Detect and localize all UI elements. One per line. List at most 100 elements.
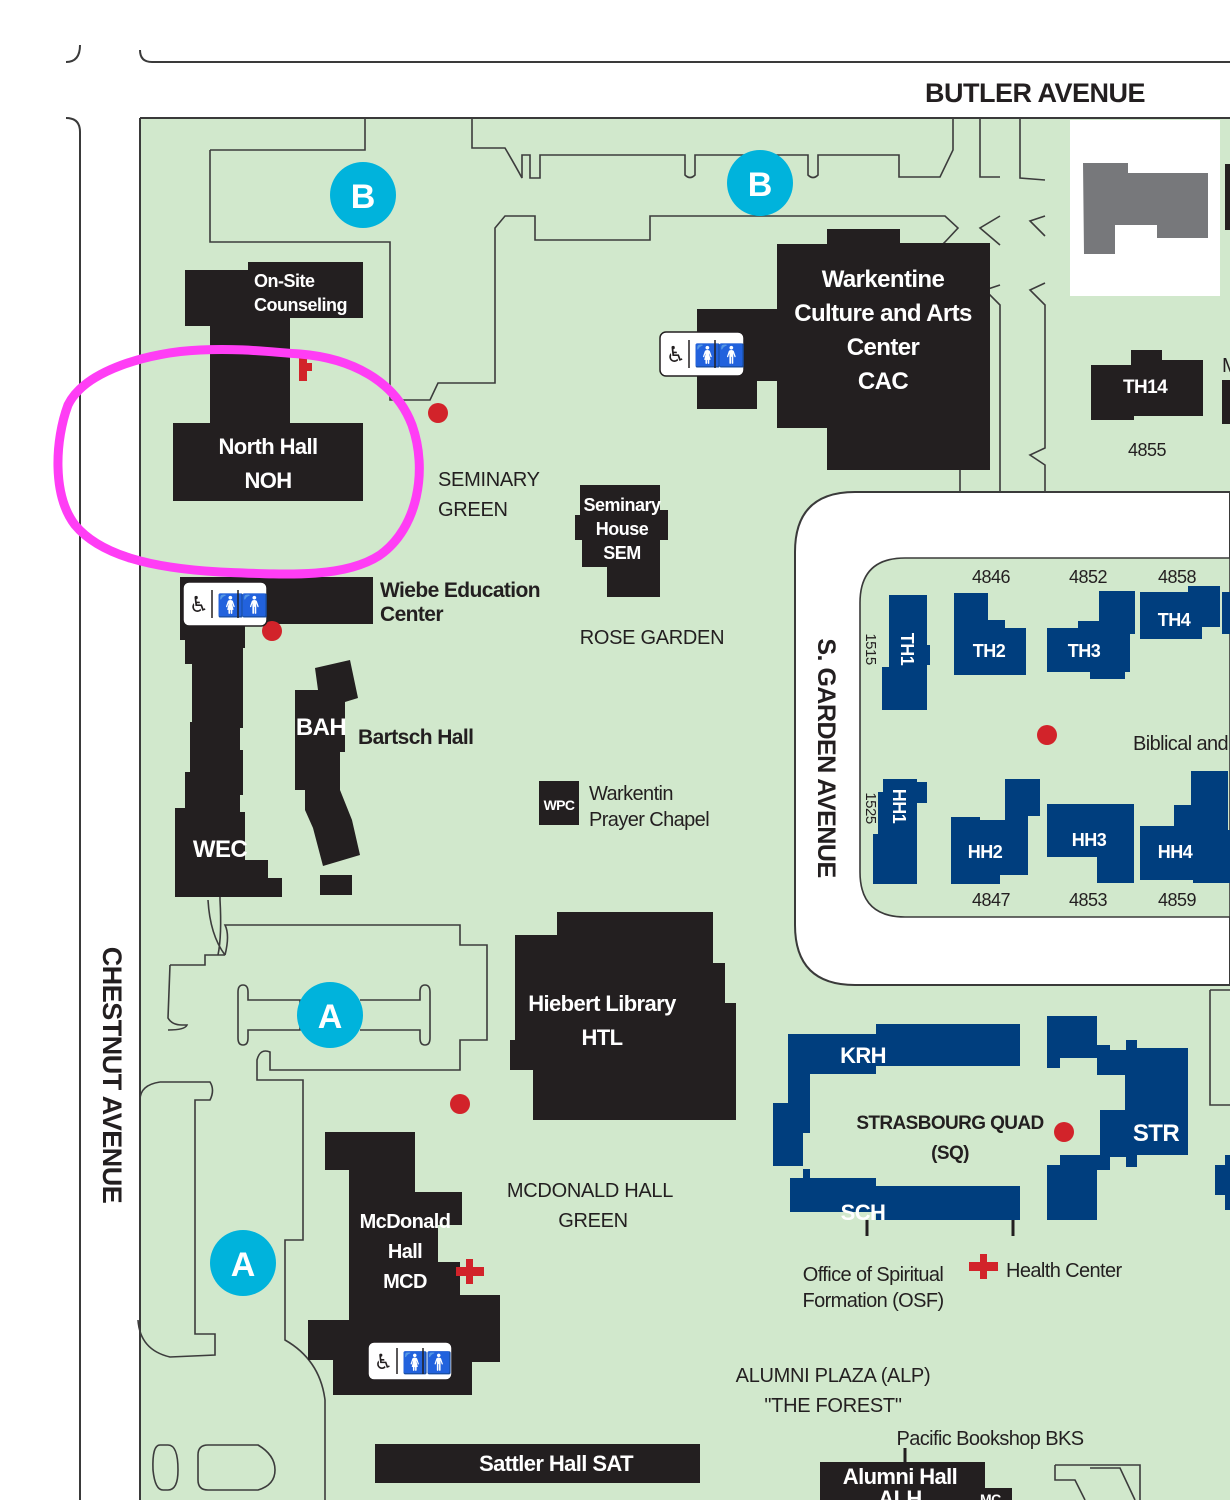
svg-text:🚺: 🚺 [694,343,721,368]
label-hh1-number: 1525 [862,792,879,824]
building-hh2 [951,779,1040,884]
label-bookshop: Pacific Bookshop BKS [897,1428,1084,1450]
restroom-mcdonald: ♿ 🚺 🚹 [367,1341,453,1381]
svg-text:🚹: 🚹 [718,343,745,368]
svg-text:B: B [748,166,773,204]
label-th14: TH14 [1123,377,1168,398]
svg-text:A: A [318,998,343,1036]
building-th1 [882,595,930,710]
label-hh3: HH3 [1072,830,1107,850]
first-aid-markers [299,353,998,1284]
label-sch: SCH [841,1200,886,1225]
first-aid-cross-icon [969,1254,998,1279]
label-counseling-2: Counseling [254,295,347,315]
label-mcdonald-1: McDonald [360,1211,451,1233]
svg-text:🚺: 🚺 [217,593,244,618]
label-th2: TH2 [973,641,1006,661]
parking-lot-icon [330,162,396,228]
restroom-cac: ♿ 🚺 🚹 [659,331,745,377]
label-bartsch-hall: Bartsch Hall [358,726,473,749]
label-hh2-number: 4847 [972,890,1011,910]
label-hh2: HH2 [968,842,1003,862]
building-hh3 [1047,804,1134,883]
label-seminary-2: House [596,519,649,539]
emergency-dot-icon [428,403,448,423]
restroom-accessible-icon [182,581,268,627]
label-th4-number: 4858 [1158,567,1197,587]
building-str [1047,1016,1188,1220]
street-garden-avenue: S. GARDEN AVENUE [812,638,840,877]
svg-text:♿: ♿ [374,1351,393,1374]
label-hh4-number: 4859 [1158,890,1197,910]
label-seminary-green-2: GREEN [438,499,508,521]
building-krh [773,1024,1020,1166]
building-hh4 [1140,771,1230,883]
label-alumni-1: Alumni Hall [843,1464,957,1489]
label-th1-number: 1515 [862,633,879,665]
label-partial-m: M [1222,355,1230,377]
building-wiebe [175,577,373,897]
building-th3 [1047,591,1135,679]
emergency-dot-icon [450,1094,470,1114]
label-cac-2: Culture and Arts [794,300,972,327]
label-th14-number: 4855 [1128,440,1167,460]
label-krh: KRH [840,1043,886,1068]
building-north-hall [173,262,363,501]
svg-text:A: A [231,1246,256,1284]
parking-lot-b-west[interactable]: B [330,162,396,228]
building-th14 [1091,350,1203,420]
label-biblical: Biblical and I [1133,733,1230,755]
label-seminary-1: Seminary [583,495,661,515]
label-bah: BAH [296,714,346,741]
label-rose-garden: ROSE GARDEN [580,627,725,649]
label-north-hall: North Hall [218,434,317,459]
building-prayer-chapel [539,781,579,825]
svg-text:🚺: 🚺 [402,1350,428,1375]
restroom-wiebe: ♿ 🚺 🚹 [182,581,268,627]
label-sattler: Sattler Hall SAT [479,1451,634,1476]
street-edges [65,44,1230,1500]
label-chapel-1: Warkentin [589,783,673,805]
building-th4 [1140,586,1220,639]
label-wpc: WPC [544,797,575,813]
label-library-code: HTL [582,1025,623,1050]
building-mcdonald [308,1132,500,1395]
label-cac-1: Warkentine [822,266,945,293]
street-butler-avenue: BUTLER AVENUE [925,78,1145,108]
parking-lot-a-south[interactable]: A [210,1230,276,1296]
buildings-academic [173,164,1230,1500]
leader-lines [865,1220,1015,1462]
building-alumni [820,1462,1012,1500]
svg-text:🚹: 🚹 [426,1350,452,1375]
highlight-circle-north-hall [53,344,424,579]
label-wec: WEC [193,836,247,863]
label-alumni-plaza-1: ALUMNI PLAZA (ALP) [736,1365,931,1387]
label-mcdonald-green-2: GREEN [558,1210,628,1232]
emergency-dot-icon [262,621,282,641]
building-th2 [954,593,1026,675]
label-th2-number: 4846 [972,567,1011,587]
parking-lot-icon [297,982,363,1048]
buildings-residence [773,586,1230,1220]
building-cac [697,229,990,470]
svg-text:🚹: 🚹 [241,593,268,618]
emergency-dot-icon [1054,1122,1074,1142]
building-hh1 [873,779,927,884]
label-wiebe-1: Wiebe Education [380,579,540,602]
restroom-accessible-icon [659,331,745,377]
building-offsite-gray [1083,163,1208,254]
building-bartsch [295,660,360,866]
label-seminary-green-1: SEMINARY [438,469,540,491]
parking-lot-b-east[interactable]: B [727,150,793,216]
label-hh4: HH4 [1158,842,1193,862]
parking-lot-a-north[interactable]: A [297,982,363,1048]
label-th3-number: 4852 [1069,567,1108,587]
label-mcdonald-2: Hall [388,1241,422,1263]
restroom-accessible-icon [367,1341,453,1381]
label-th4: TH4 [1158,610,1191,630]
label-strasbourg-2: (SQ) [931,1143,969,1164]
label-osf-1: Office of Spiritual [803,1264,944,1286]
label-str: STR [1133,1120,1179,1147]
label-th3: TH3 [1068,641,1101,661]
